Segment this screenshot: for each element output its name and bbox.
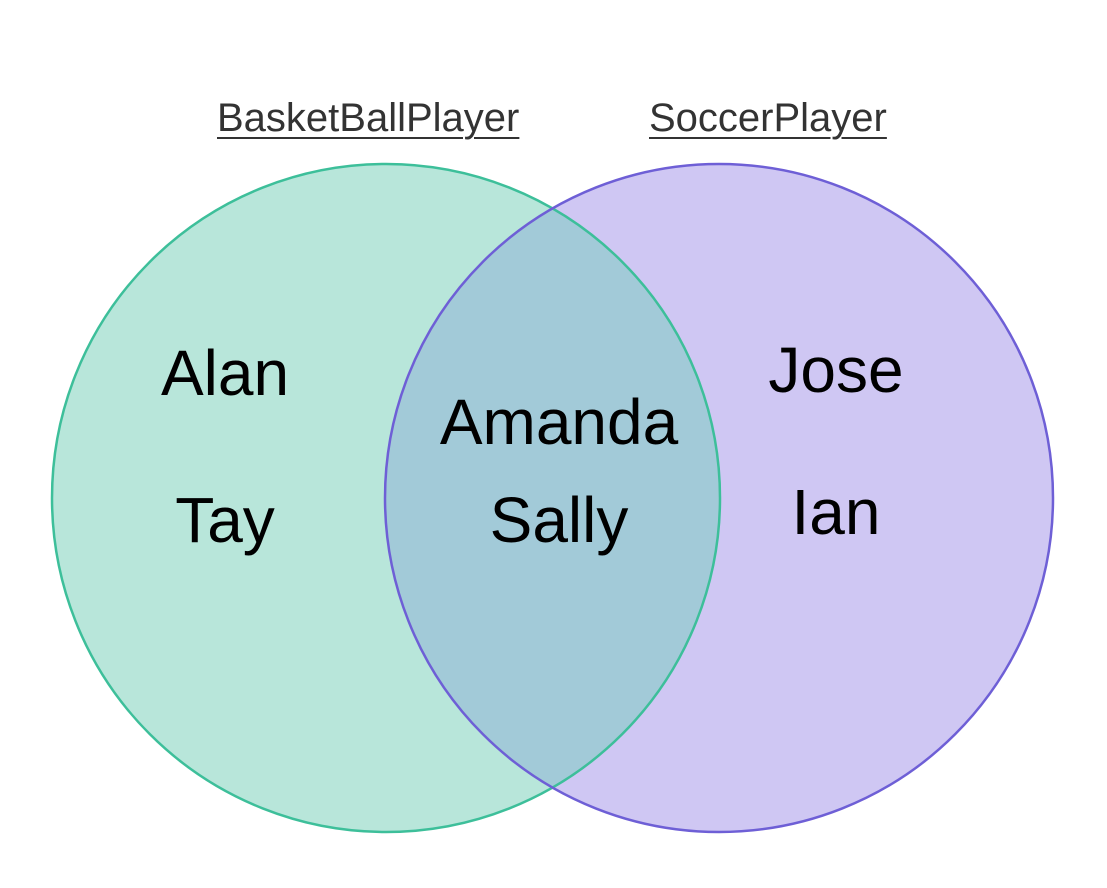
basketball-set-title: BasketBallPlayer (217, 96, 520, 140)
intersection-member-2: Sally (489, 484, 629, 556)
soccer-set-title: SoccerPlayer (649, 96, 887, 140)
soccer-circle-outline (383, 162, 1055, 834)
soccer-member-2: Ian (791, 476, 881, 548)
soccer-member-1: Jose (768, 334, 904, 406)
intersection-member-1: Amanda (439, 386, 679, 458)
basketball-member-1: Alan (160, 337, 290, 409)
basketball-circle-outline (50, 162, 722, 834)
basketball-member-2: Tay (175, 484, 275, 556)
